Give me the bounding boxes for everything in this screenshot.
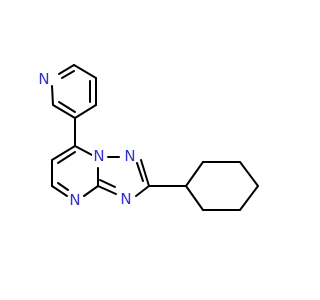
bond	[239, 185, 259, 211]
bond	[73, 64, 97, 79]
bond	[135, 185, 150, 197]
molecule-diagram: N N N N N	[36, 64, 259, 211]
bond	[140, 159, 150, 187]
atom-n-pyrimidine: N	[67, 191, 83, 209]
bond	[57, 151, 76, 164]
structure-canvas: N N N N N	[36, 64, 259, 211]
atom-n-bridge-2: N	[123, 147, 137, 165]
bond	[61, 70, 75, 79]
atom-n-bridge-1: N	[92, 147, 106, 165]
bond	[99, 179, 116, 188]
bond	[74, 145, 93, 156]
bond	[83, 185, 99, 197]
atom-label: N	[120, 190, 131, 208]
bond	[51, 145, 76, 161]
bond	[51, 85, 54, 106]
bond	[97, 185, 117, 195]
atom-label: N	[93, 147, 104, 165]
bond	[185, 161, 204, 187]
bond	[185, 185, 204, 211]
bond	[51, 185, 68, 197]
bond	[57, 182, 69, 191]
bond	[52, 104, 76, 119]
atom-label: N	[38, 70, 49, 88]
atom-n-triazole: N	[118, 190, 134, 208]
bond	[58, 64, 75, 75]
bond	[239, 161, 259, 187]
bond	[136, 162, 144, 182]
atom-label: N	[69, 191, 80, 209]
atom-n-pyridine: N	[36, 70, 52, 88]
bond	[58, 101, 76, 113]
atom-label: N	[124, 147, 135, 165]
bond	[74, 104, 97, 119]
